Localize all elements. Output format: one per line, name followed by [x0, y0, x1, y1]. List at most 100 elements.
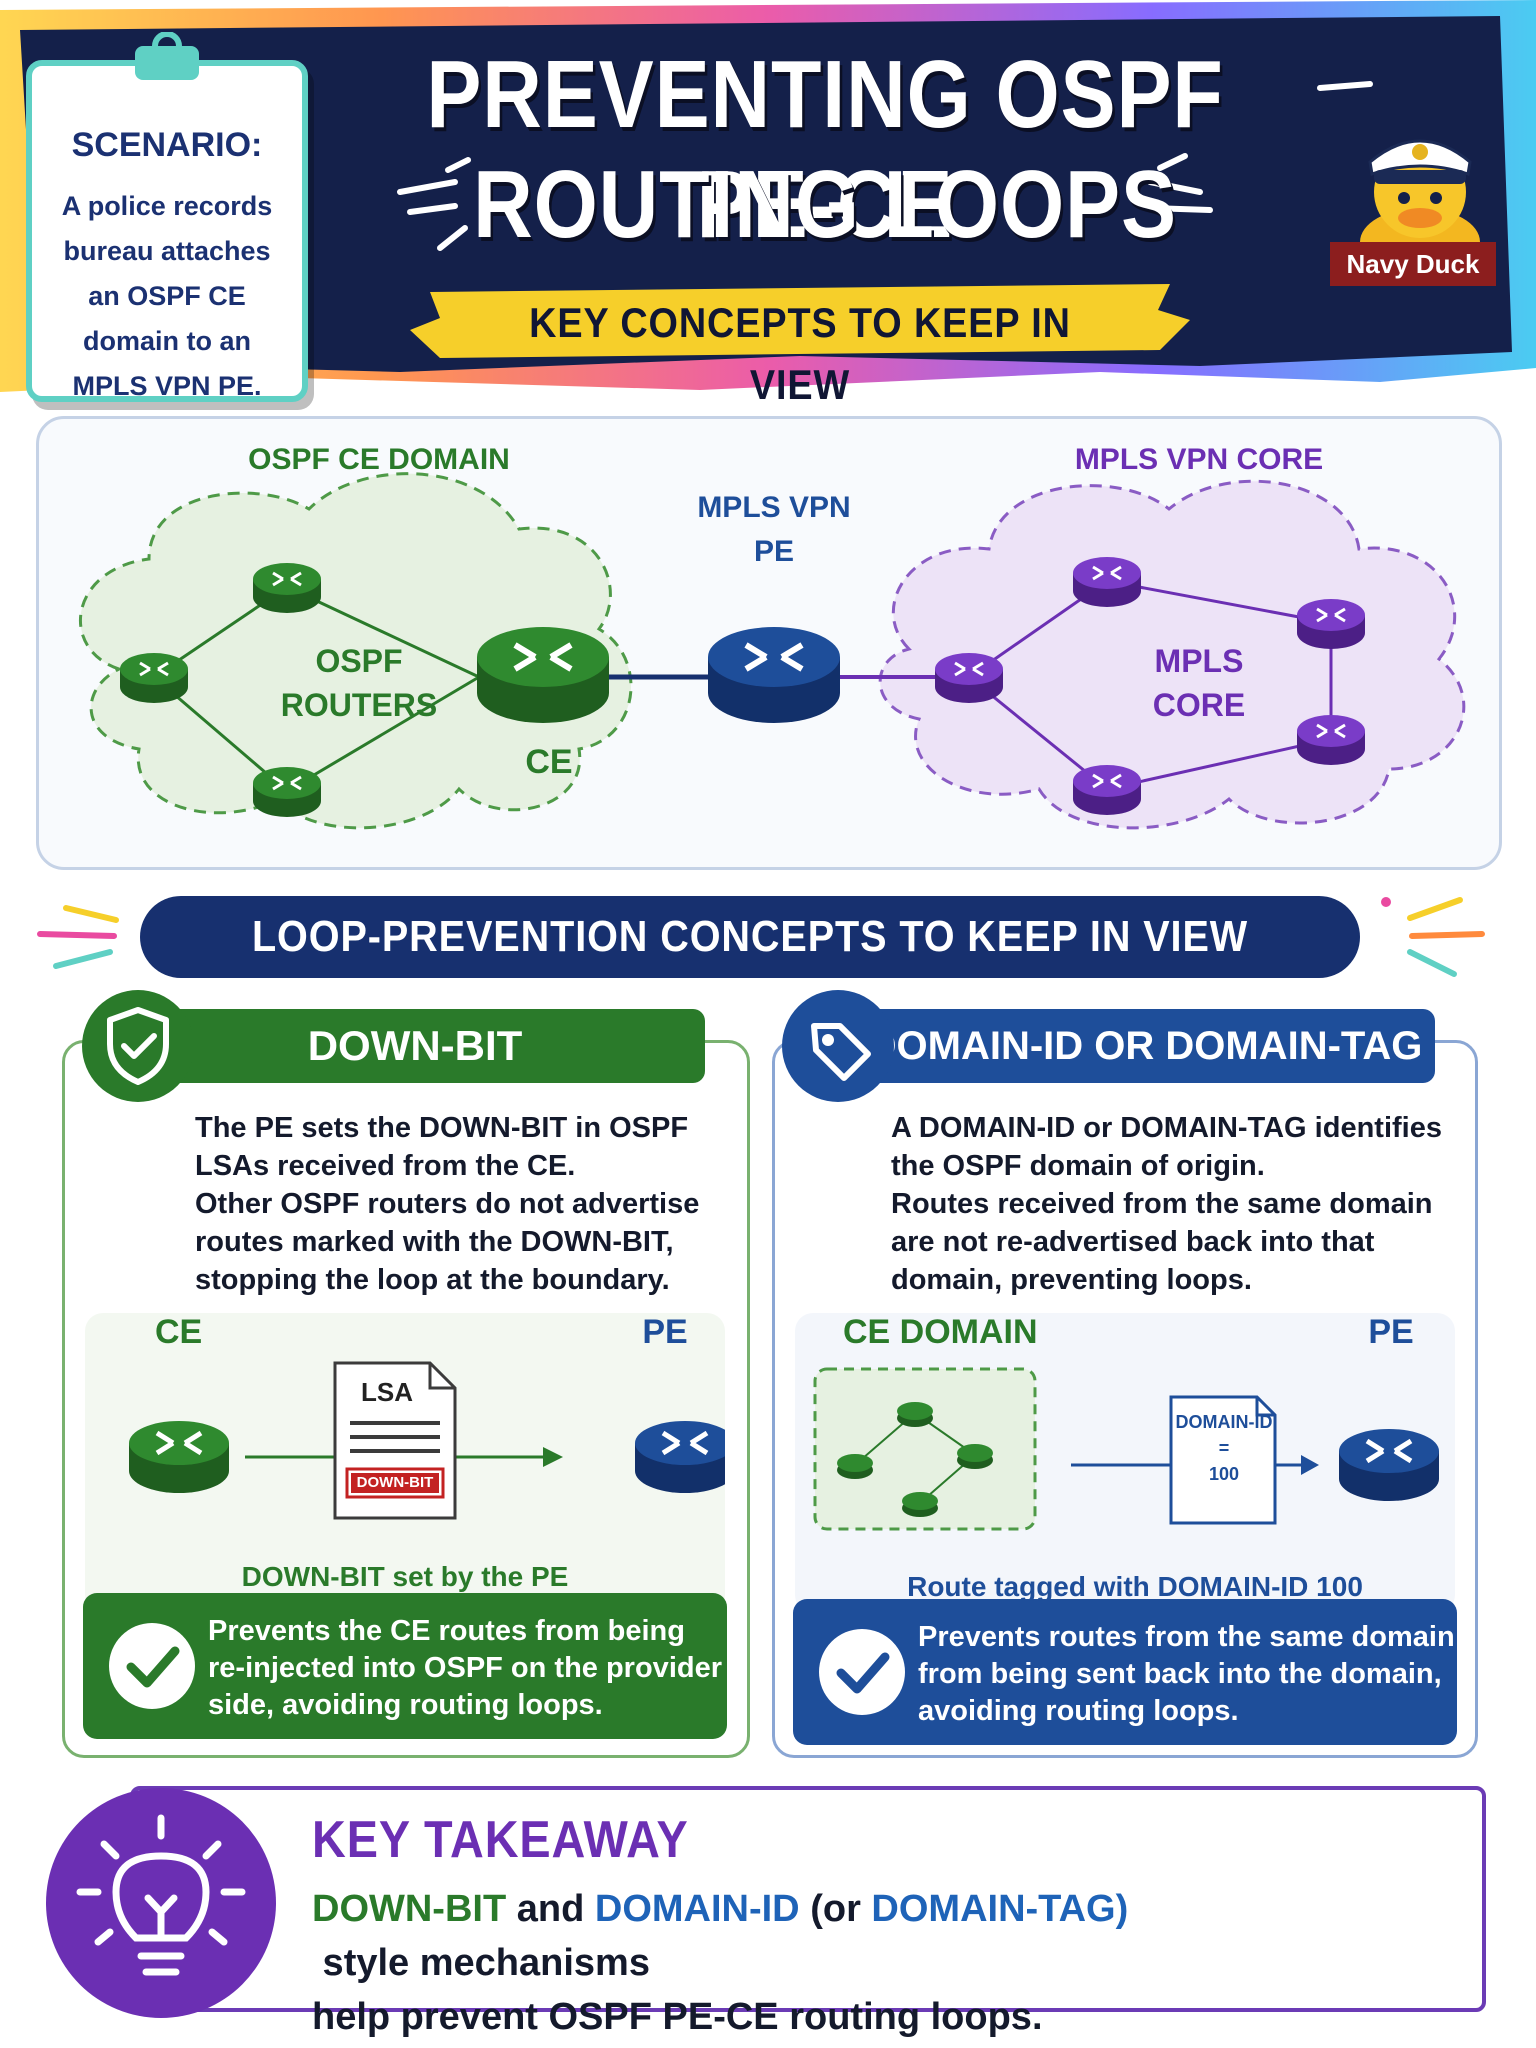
mini-router-icon: [902, 1492, 938, 1517]
spark-right-icon: [1381, 897, 1485, 977]
router-ospf-left: [120, 653, 188, 703]
down-bit-benefit-box: Prevents the CE routes from being re-inj…: [83, 1593, 727, 1739]
benefit-line: Prevents the CE routes from being: [208, 1615, 685, 1647]
router-pe: [708, 627, 840, 723]
down-bit-keyword: DOWN-BIT: [312, 1888, 507, 1930]
down-bit-body-line: The PE sets the DOWN-BIT in OSPF: [195, 1112, 689, 1144]
domain-id-caption: Route tagged with DOMAIN-ID 100: [907, 1571, 1363, 1602]
down-bit-card: DOWN-BIT The PE sets the DOWN-BIT in OSP…: [62, 1009, 750, 1758]
mascot-label: Navy Duck: [1330, 242, 1496, 286]
takeaway-connector: style mechanisms: [312, 1942, 650, 1984]
router-mpls-left: [935, 653, 1003, 703]
key-takeaway-line1: DOWN-BIT and DOMAIN-ID (or DOMAIN-TAG) s…: [312, 1882, 1442, 1990]
ce-domain-label: CE DOMAIN: [843, 1313, 1038, 1351]
domain-id-title: DOMAIN-ID OR DOMAIN-TAG: [855, 1009, 1435, 1083]
down-bit-benefit-text: Prevents the CE routes from being re-inj…: [208, 1613, 722, 1724]
takeaway-connector: (or: [799, 1888, 872, 1930]
ospf-routers-label-line2: ROUTERS: [280, 687, 438, 723]
domain-tag-keyword: DOMAIN-TAG): [871, 1888, 1129, 1930]
down-bit-caption: DOWN-BIT set by the PE: [241, 1561, 569, 1592]
domain-id-diagram: CE DOMAIN PE DOMAIN-ID = 100 Route tagge…: [795, 1313, 1455, 1613]
header-background: [0, 0, 1536, 400]
domain-id-body-line: domain, preventing loops.: [891, 1264, 1252, 1296]
benefit-line: side, avoiding routing loops.: [208, 1689, 603, 1721]
tag-line: =: [1218, 1438, 1230, 1458]
down-bit-tag: DOWN-BIT: [356, 1474, 434, 1491]
mini-router-icon: [957, 1444, 993, 1469]
scenario-card: SCENARIO: A police records bureau attach…: [26, 32, 308, 402]
mini-router-icon: [837, 1454, 873, 1479]
pe-label-line1: MPLS VPN: [697, 491, 851, 524]
domain-id-tag-text: DOMAIN-ID = 100: [1173, 1409, 1275, 1487]
down-bit-pe-label: PE: [642, 1313, 688, 1351]
mpls-core-title: MPLS VPN CORE: [1074, 443, 1324, 476]
down-bit-body-line: stopping the loop at the boundary.: [195, 1264, 670, 1296]
key-takeaway-text: DOWN-BIT and DOMAIN-ID (or DOMAIN-TAG) s…: [312, 1882, 1442, 2044]
domain-id-benefit-text: Prevents routes from the same domain fro…: [918, 1619, 1455, 1730]
concepts-banner-text: LOOP-PREVENTION CONCEPTS TO KEEP IN VIEW: [251, 912, 1249, 961]
router-mpls-right-top: [1297, 599, 1365, 649]
lightbulb-badge: [46, 1788, 276, 2018]
tag-line: DOMAIN-ID: [1175, 1412, 1273, 1432]
domain-id-keyword: DOMAIN-ID: [594, 1888, 800, 1930]
benefit-line: avoiding routing loops.: [918, 1695, 1239, 1727]
ce-domain-box: [813, 1367, 1037, 1531]
benefit-line: from being sent back into the domain,: [918, 1658, 1442, 1690]
scenario-title: SCENARIO:: [71, 126, 263, 164]
spark-left-icon: [397, 157, 471, 251]
domain-id-body-line: the OSPF domain of origin.: [891, 1150, 1265, 1182]
domain-id-body-line: A DOMAIN-ID or DOMAIN-TAG identifies: [891, 1112, 1442, 1144]
mpls-core-label-line1: MPLS: [1154, 643, 1244, 679]
router-ospf-bottom: [253, 767, 321, 817]
router-ce: [477, 627, 609, 723]
down-bit-body-line: LSAs received from the CE.: [195, 1150, 576, 1182]
network-topology-panel: OSPF CE DOMAIN OSPF ROUTERS CE MPLS VPN …: [36, 416, 1502, 870]
down-bit-body-line: routes marked with the DOWN-BIT,: [195, 1226, 674, 1258]
benefit-line: Prevents routes from the same domain: [918, 1621, 1455, 1653]
domain-id-body-line: are not re-advertised back into that: [891, 1226, 1375, 1258]
mpls-core-label-line2: CORE: [1152, 687, 1246, 723]
ce-router-icon: [129, 1421, 229, 1493]
down-bit-description: The PE sets the DOWN-BIT in OSPF LSAs re…: [195, 1109, 715, 1299]
concepts-banner: LOOP-PREVENTION CONCEPTS TO KEEP IN VIEW: [140, 896, 1360, 978]
scenario-text: A police records bureau attaches an OSPF…: [61, 191, 273, 401]
benefit-line: re-injected into OSPF on the provider: [208, 1652, 722, 1684]
spark-left-icon: [37, 905, 119, 969]
key-takeaway-box: KEY TAKEAWAY DOWN-BIT and DOMAIN-ID (or …: [130, 1786, 1486, 2038]
check-icon: [819, 1629, 905, 1715]
ce-label: CE: [525, 743, 573, 781]
shield-check-icon: [82, 990, 194, 1102]
router-mpls-bottom: [1073, 765, 1141, 815]
ospf-routers-label-line1: OSPF: [315, 643, 403, 679]
domain-id-pe-label: PE: [1368, 1313, 1414, 1351]
lsa-label: LSA: [361, 1377, 413, 1407]
lightbulb-icon: [76, 1814, 246, 1976]
router-ospf-top: [253, 563, 321, 613]
domain-id-body-line: Routes received from the same domain: [891, 1188, 1433, 1220]
down-bit-body-line: Other OSPF routers do not advertise: [195, 1188, 700, 1220]
domain-id-benefit-box: Prevents routes from the same domain fro…: [793, 1599, 1457, 1745]
down-bit-flow-diagram: [129, 1361, 725, 1520]
down-bit-ce-label: CE: [155, 1313, 203, 1351]
domain-id-card: DOMAIN-ID OR DOMAIN-TAG A DOMAIN-ID or D…: [772, 1009, 1478, 1758]
domain-id-description: A DOMAIN-ID or DOMAIN-TAG identifies the…: [891, 1109, 1451, 1299]
pe-router-icon: [635, 1421, 725, 1493]
clipboard-clip-icon: [135, 32, 199, 80]
router-mpls-right-bottom: [1297, 715, 1365, 765]
page-subtitle: KEY CONCEPTS TO KEEP IN VIEW: [529, 299, 1071, 408]
ospf-cloud: [79, 472, 633, 830]
key-takeaway-line2: help prevent OSPF PE-CE routing loops.: [312, 1996, 1043, 2038]
pe-router-icon: [1339, 1429, 1439, 1501]
key-takeaway-title: KEY TAKEAWAY: [312, 1811, 689, 1869]
domain-id-tag-icon: [1169, 1395, 1277, 1525]
network-topology-diagram: [79, 472, 1466, 830]
ospf-domain-label: OSPF CE DOMAIN: [248, 443, 510, 476]
down-bit-title: DOWN-BIT: [125, 1009, 705, 1083]
check-icon: [109, 1623, 195, 1709]
page-title-line2: ROUTING LOOPS: [473, 151, 1177, 258]
page-title-line1: PREVENTING OSPF PE-CE: [426, 41, 1224, 258]
down-bit-diagram: CE PE LSA DOWN-BIT DOWN-BIT set by the P…: [85, 1313, 725, 1613]
lsa-document-icon: [333, 1361, 457, 1520]
router-mpls-top: [1073, 557, 1141, 607]
tag-line: 100: [1208, 1464, 1240, 1484]
